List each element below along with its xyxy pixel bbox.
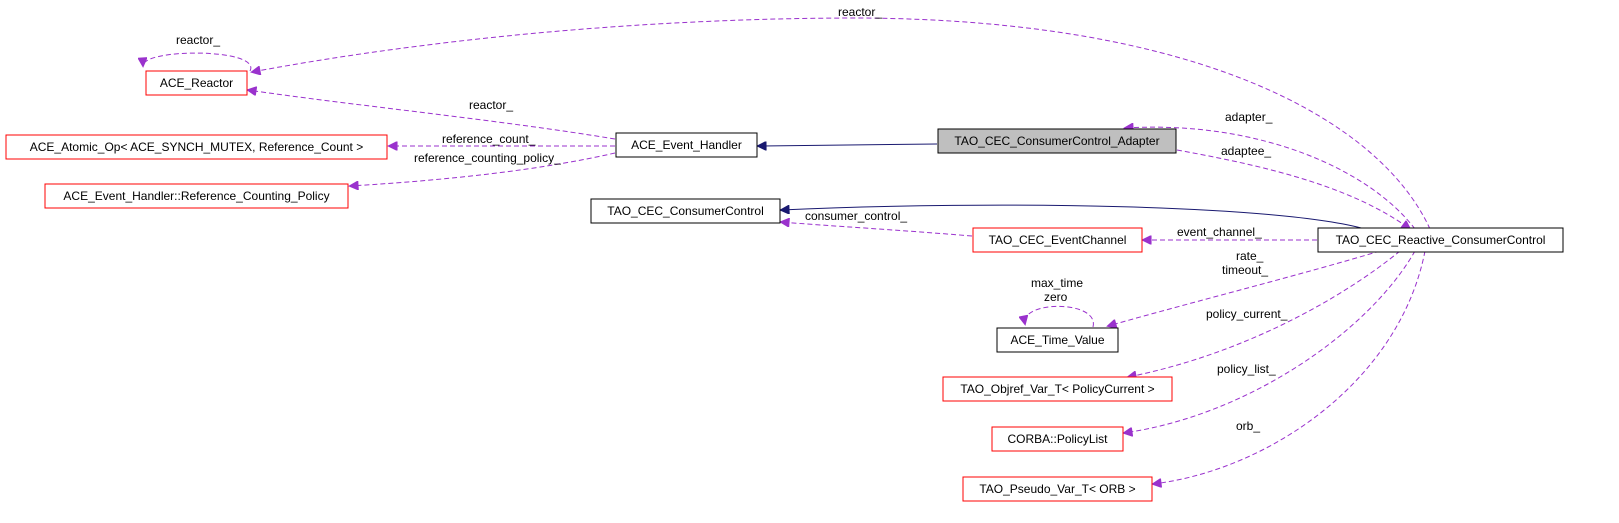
svg-text:ACE_Atomic_Op< ACE_SYNCH_MUTEX: ACE_Atomic_Op< ACE_SYNCH_MUTEX, Referenc… — [30, 140, 363, 154]
svg-text:ACE_Event_Handler: ACE_Event_Handler — [631, 138, 742, 152]
node-tao-cec-reactive-consumercontrol[interactable]: TAO_CEC_Reactive_ConsumerControl — [1317, 227, 1564, 253]
edge-adapter-inherits-eventhandler — [758, 144, 938, 146]
node-tao-cec-eventchannel[interactable]: TAO_CEC_EventChannel — [972, 227, 1143, 253]
edge-timevalue-self-loop — [1025, 305, 1094, 328]
edge-eventhandler-to-refcount-policy — [350, 152, 616, 186]
edge-reactive-to-reactor — [252, 17, 1431, 230]
edge-label-adapter: adapter_ — [1225, 110, 1273, 124]
edge-reactor-self-loop — [143, 52, 252, 72]
nodes: ACE_Reactor ACE_Atomic_Op< ACE_SYNCH_MUT… — [5, 70, 1564, 502]
edge-label-consumer-control: consumer_control_ — [805, 209, 907, 223]
node-ace-eh-reference-counting-policy[interactable]: ACE_Event_Handler::Reference_Counting_Po… — [44, 183, 349, 209]
node-ace-reactor[interactable]: ACE_Reactor — [145, 70, 248, 96]
edge-label-reactor-self: reactor_ — [176, 33, 220, 47]
svg-text:TAO_CEC_ConsumerControl_Adapte: TAO_CEC_ConsumerControl_Adapter — [954, 134, 1159, 148]
edge-label-rate: rate_ — [1236, 249, 1264, 263]
svg-text:ACE_Reactor: ACE_Reactor — [160, 76, 233, 90]
svg-text:TAO_CEC_ConsumerControl: TAO_CEC_ConsumerControl — [607, 204, 764, 218]
edge-label-event-channel: event_channel_ — [1177, 225, 1262, 239]
svg-text:ACE_Time_Value: ACE_Time_Value — [1010, 333, 1104, 347]
edge-reactive-to-pseudovar — [1153, 250, 1426, 484]
edge-label-reference-count: reference_count_ — [442, 132, 536, 146]
svg-text:ACE_Event_Handler::Reference_C: ACE_Event_Handler::Reference_Counting_Po… — [63, 189, 329, 203]
svg-text:TAO_CEC_Reactive_ConsumerContr: TAO_CEC_Reactive_ConsumerControl — [1336, 233, 1546, 247]
node-ace-event-handler[interactable]: ACE_Event_Handler — [615, 132, 758, 158]
node-tao-objref-var-t[interactable]: TAO_Objref_Var_T< PolicyCurrent > — [942, 376, 1173, 402]
edge-label-eventhandler-reactor: reactor_ — [469, 98, 513, 112]
edge-eventhandler-to-reactor — [248, 90, 616, 140]
edge-label-policy-list: policy_list_ — [1217, 362, 1276, 376]
edge-reactive-to-policylist — [1124, 250, 1416, 433]
svg-text:TAO_CEC_EventChannel: TAO_CEC_EventChannel — [989, 233, 1127, 247]
edge-label-adaptee: adaptee_ — [1221, 144, 1271, 158]
edge-reactive-to-adapter — [1125, 127, 1416, 230]
edge-label-timeout: timeout_ — [1222, 263, 1268, 277]
edges: reactor_ reactor_ reactor_ reference_cou… — [143, 5, 1431, 484]
edge-label-orb: orb_ — [1236, 419, 1260, 433]
node-tao-cec-consumercontrol[interactable]: TAO_CEC_ConsumerControl — [590, 198, 781, 224]
svg-text:TAO_Objref_Var_T< PolicyCurren: TAO_Objref_Var_T< PolicyCurrent > — [960, 382, 1154, 396]
edge-label-policy-current: policy_current_ — [1206, 307, 1288, 321]
svg-text:CORBA::PolicyList: CORBA::PolicyList — [1007, 432, 1108, 446]
node-tao-pseudo-var-t[interactable]: TAO_Pseudo_Var_T< ORB > — [962, 476, 1153, 502]
edge-adapter-to-reactive — [1176, 149, 1410, 229]
edge-label-reference-counting-policy: reference_counting_policy_ — [414, 151, 561, 165]
edge-reactive-to-timevalue — [1108, 250, 1381, 326]
edge-label-zero: zero — [1044, 290, 1068, 304]
node-ace-time-value[interactable]: ACE_Time_Value — [996, 327, 1119, 353]
svg-text:TAO_Pseudo_Var_T< ORB >: TAO_Pseudo_Var_T< ORB > — [979, 482, 1135, 496]
edge-label-reactive-reactor: reactor_ — [838, 5, 882, 19]
edge-reactive-to-objref — [1128, 250, 1401, 377]
edge-eventchannel-to-consumercontrol — [781, 222, 973, 237]
edge-reactive-inherits-consumercontrol — [781, 204, 1366, 230]
node-ace-atomic-op[interactable]: ACE_Atomic_Op< ACE_SYNCH_MUTEX, Referenc… — [5, 134, 388, 160]
node-corba-policylist[interactable]: CORBA::PolicyList — [991, 426, 1124, 452]
node-tao-cec-consumercontrol-adapter[interactable]: TAO_CEC_ConsumerControl_Adapter — [937, 128, 1177, 154]
edge-label-max-time: max_time — [1031, 276, 1083, 290]
